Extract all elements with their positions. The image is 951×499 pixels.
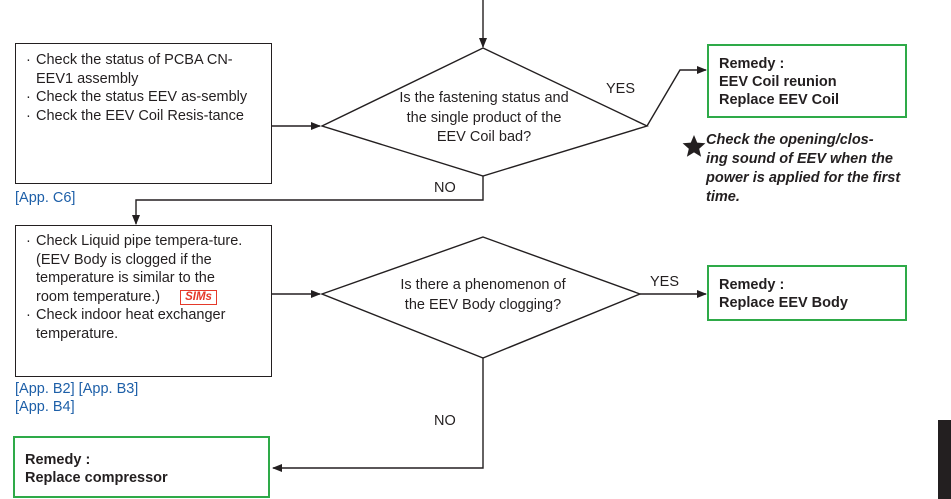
remedy-line: Replace compressor — [25, 470, 168, 486]
check-item-heat-exchanger: Check indoor heat exchanger temperature. — [20, 306, 266, 343]
remedy-title: Remedy : — [719, 277, 785, 293]
reference-app-b2-b3[interactable]: [App. B2] [App. B3] — [15, 381, 139, 397]
question-2-text: Is there a phenomenon of the EEV Body cl… — [400, 277, 566, 313]
clog-explanation: (EEV Body is clogged if the temperature … — [20, 251, 267, 307]
check-box-eev-coil: Check the status of PCBA CN-EEV1 assembl… — [15, 43, 272, 184]
remedy-box-compressor: Remedy : Replace compressor — [13, 436, 270, 498]
remedy-box-eev-body: Remedy : Replace EEV Body — [707, 265, 907, 321]
reference-app-b4[interactable]: [App. B4] — [15, 399, 75, 415]
check-item-coil-resistance: Check the EEV Coil Resis-tance — [20, 107, 254, 126]
check-item-pcba: Check the status of PCBA CN-EEV1 assembl… — [20, 51, 254, 88]
yes-label-2: YES — [650, 274, 680, 290]
arrow-q1-no — [132, 176, 484, 225]
arrow-q1-yes — [646, 66, 707, 127]
note-eev-sound: Check the opening/clos- ing sound of EEV… — [706, 132, 901, 205]
sims-badge[interactable]: SIMs — [180, 289, 217, 305]
no-label-1: NO — [434, 180, 456, 196]
page-edge-tab — [938, 420, 951, 499]
reference-app-c6[interactable]: [App. C6] — [15, 190, 76, 206]
check-box-eev-body: Check Liquid pipe tempera-ture. (EEV Bod… — [15, 225, 272, 377]
remedy-line: EEV Coil reunion — [719, 74, 837, 90]
check-item-liquid-pipe: Check Liquid pipe tempera-ture. — [20, 232, 254, 251]
remedy-title: Remedy : — [719, 56, 785, 72]
arrow-q2-no — [272, 358, 484, 472]
no-label-2: NO — [434, 413, 456, 429]
remedy-line: Replace EEV Coil — [719, 92, 840, 108]
question-1-text: Is the fastening status and the single p… — [399, 90, 569, 145]
remedy-box-eev-coil: Remedy : EEV Coil reunion Replace EEV Co… — [707, 44, 907, 118]
check-item-eev-assembly: Check the status EEV as-sembly — [20, 88, 254, 107]
remedy-line: Replace EEV Body — [719, 295, 848, 311]
remedy-title: Remedy : — [25, 452, 91, 468]
yes-label-1: YES — [606, 81, 636, 97]
star-icon — [682, 135, 706, 157]
